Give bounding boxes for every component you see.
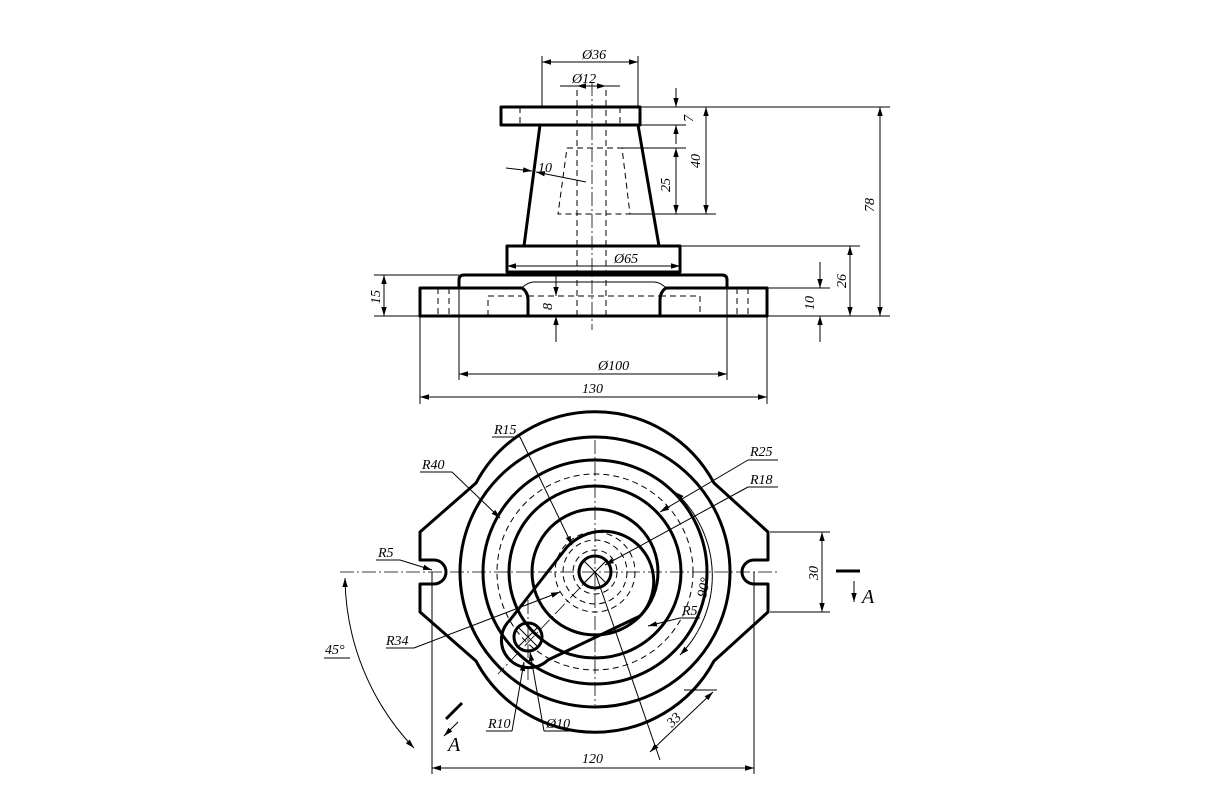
dim-label: 120 xyxy=(582,752,603,767)
section-label: A xyxy=(446,734,461,756)
dim-height-78: 78 xyxy=(690,107,890,317)
dim-label: 8 xyxy=(541,303,556,310)
dim-label: 26 xyxy=(835,274,850,288)
dim-diameter-100: Ø100 xyxy=(458,288,728,380)
section-mark-right: A xyxy=(836,569,875,608)
middle-block xyxy=(505,244,682,274)
dim-label: Ø36 xyxy=(581,48,606,63)
base-recess-hidden xyxy=(487,295,701,316)
dim-diameter-65: Ø65 xyxy=(507,252,680,269)
dim-label: 78 xyxy=(863,198,878,212)
leader xyxy=(604,486,749,566)
dim-height-15: 15 xyxy=(369,274,459,317)
dim-label: 7 xyxy=(682,114,697,122)
dim-height-40: 40 xyxy=(689,107,709,214)
angle-90-arc xyxy=(674,491,713,656)
dim-height-7: 7 xyxy=(640,88,890,144)
hidden-recess-circle xyxy=(496,473,694,671)
dim-33-line xyxy=(649,691,714,753)
tapered-column xyxy=(522,123,661,248)
leader xyxy=(413,591,561,649)
dim-height-8: 8 xyxy=(541,272,559,342)
leader xyxy=(528,651,545,732)
r10-label: R10 xyxy=(487,717,511,732)
dim-label: 15 xyxy=(369,290,384,304)
dim-label: Ø65 xyxy=(613,252,638,267)
leader xyxy=(659,459,749,513)
r5-right-label: R5 xyxy=(681,604,698,619)
leader xyxy=(399,559,433,571)
leader xyxy=(519,436,573,546)
base-plate-left xyxy=(418,286,530,318)
section-label: A xyxy=(860,586,875,608)
r34-label: R34 xyxy=(385,634,409,649)
dim-height-10: 10 xyxy=(803,262,823,342)
dim-width-130: 130 xyxy=(419,316,768,404)
bore-hidden xyxy=(576,90,607,316)
leader xyxy=(647,617,681,627)
dim-label: Ø12 xyxy=(571,72,596,87)
r18-label: R18 xyxy=(749,473,773,488)
dim-height-25: 25 xyxy=(622,147,716,215)
central-bore xyxy=(577,554,613,590)
dim-diameter-12: Ø12 xyxy=(560,72,620,89)
angle-45-label: 45° xyxy=(325,643,345,658)
circle-r18 xyxy=(530,507,660,637)
base-shoulder xyxy=(457,273,729,290)
dim-height-30: 30 xyxy=(770,531,830,613)
front-view: Ø36 Ø12 7 25 40 10 7 xyxy=(369,48,890,404)
taper-cavity-hidden xyxy=(557,147,631,215)
hidden-cavity-circle-inner xyxy=(562,539,628,605)
r5-left-label: R5 xyxy=(377,546,394,561)
dim-label: 40 xyxy=(689,154,704,168)
lever-arm xyxy=(499,529,656,670)
top-view: 33 90° 45° R15 R40 R25 R18 R5 R5 xyxy=(324,410,875,774)
outer-flange-outline xyxy=(418,410,770,734)
dim-label: 25 xyxy=(659,178,674,192)
dim-label: 10 xyxy=(538,161,552,176)
top-flange xyxy=(499,105,642,127)
hidden-bore-circle xyxy=(572,549,618,595)
angle-45-arc xyxy=(342,577,415,749)
dim-33-label: 33 xyxy=(664,710,685,731)
dim-33-extension xyxy=(594,571,717,761)
dim-width-120: 120 xyxy=(431,572,755,774)
r25-label: R25 xyxy=(749,445,773,460)
circle-r40 xyxy=(458,435,732,709)
dim-label: 10 xyxy=(803,296,818,310)
dim-label: 30 xyxy=(807,566,822,581)
arm-hole-crosshair xyxy=(517,626,539,648)
dim-diameter-36: Ø36 xyxy=(541,48,639,107)
hidden-cavity-circle xyxy=(554,531,636,613)
dim-label: 130 xyxy=(582,382,603,397)
d10-label: Ø10 xyxy=(545,717,570,732)
leader xyxy=(451,471,501,519)
dim-height-26: 26 xyxy=(680,245,860,316)
base-plate-right xyxy=(658,286,769,318)
base-fillet-edge xyxy=(521,281,667,289)
leader xyxy=(511,661,526,732)
base-hole-hidden xyxy=(437,288,749,316)
flange-hidden-holes xyxy=(519,107,621,125)
dim-wall-10: 10 xyxy=(505,161,587,183)
arm-axis-line xyxy=(497,571,596,675)
angle-90-label: 90° xyxy=(695,576,714,599)
r40-label: R40 xyxy=(421,458,445,473)
section-mark-left: A xyxy=(443,701,464,756)
dim-label: Ø100 xyxy=(597,359,629,374)
circle-base-shoulder xyxy=(481,458,709,686)
r15-label: R15 xyxy=(493,423,517,438)
